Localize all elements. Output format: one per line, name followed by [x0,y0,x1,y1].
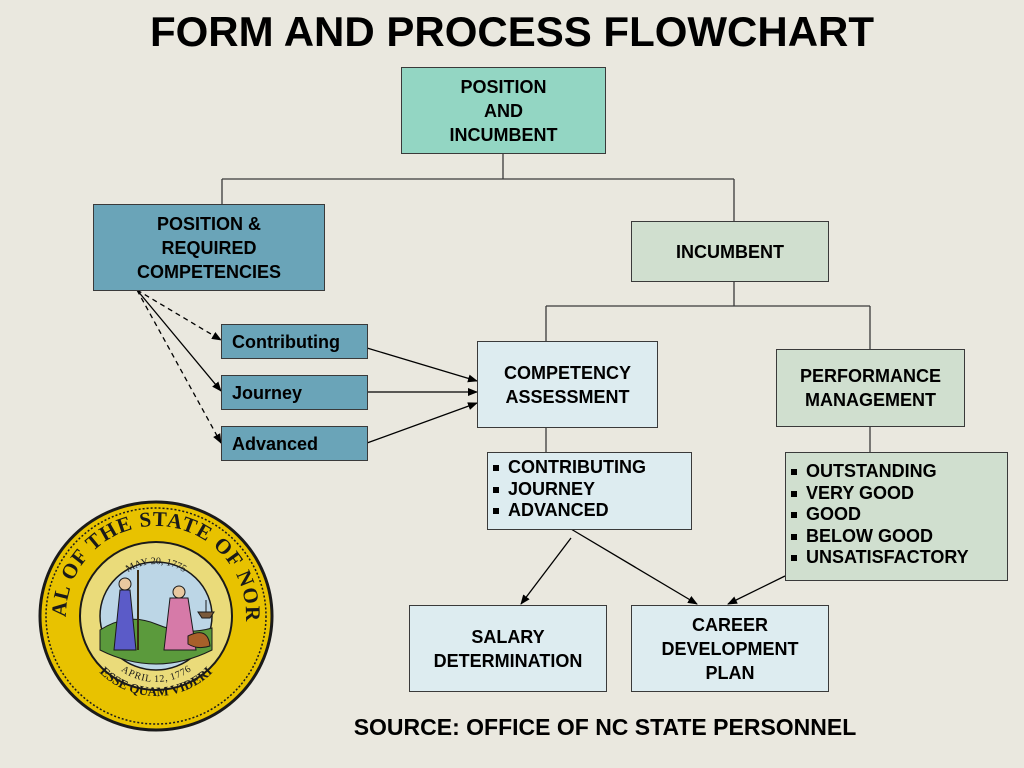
node-position-required-competencies: POSITION & REQUIRED COMPETENCIES [93,204,325,291]
dashed-arrow-to-contributing [136,289,222,341]
arrow-to-salary [520,537,572,605]
node-performance-management: PERFORMANCE MANAGEMENT [776,349,965,427]
arrow-to-career-from-performance [727,575,786,605]
tree-line-incumbent [545,281,871,350]
list-item: GOOD [786,504,1007,526]
list-item: JOURNEY [488,479,691,501]
node-journey: Journey [221,375,368,410]
source-caption: SOURCE: OFFICE OF NC STATE PERSONNEL [353,714,857,740]
arrow-advanced-to-assessment [366,402,478,444]
node-competency-assessment: COMPETENCY ASSESSMENT [477,341,658,428]
tree-line-top [221,153,735,222]
dashed-arrow-to-advanced [136,289,222,444]
competency-level-list: CONTRIBUTING JOURNEY ADVANCED [487,452,692,530]
node-position-and-incumbent: POSITION AND INCUMBENT [401,67,606,154]
node-advanced: Advanced [221,426,368,461]
list-item: CONTRIBUTING [488,457,691,479]
node-incumbent: INCUMBENT [631,221,829,282]
arrow-to-career-from-competency [570,528,698,605]
cornucopia-icon [187,632,211,649]
list-item: BELOW GOOD [786,526,1007,548]
list-item: OUTSTANDING [786,461,1007,483]
ship-icon [197,600,215,619]
arrow-to-journey [136,289,222,392]
node-contributing: Contributing [221,324,368,359]
performance-rating-list: OUTSTANDING VERY GOOD GOOD BELOW GOOD UN… [785,452,1008,581]
list-item: UNSATISFACTORY [786,547,1007,569]
arrow-contributing-to-assessment [366,347,478,383]
nc-state-seal: THE GREAT SEAL OF THE STATE OF NORTH CAR… [38,500,274,732]
page-title: FORM AND PROCESS FLOWCHART [149,8,875,55]
list-item: ADVANCED [488,500,691,522]
node-salary-determination: SALARY DETERMINATION [409,605,607,692]
list-item: VERY GOOD [786,483,1007,505]
node-career-development-plan: CAREER DEVELOPMENT PLAN [631,605,829,692]
